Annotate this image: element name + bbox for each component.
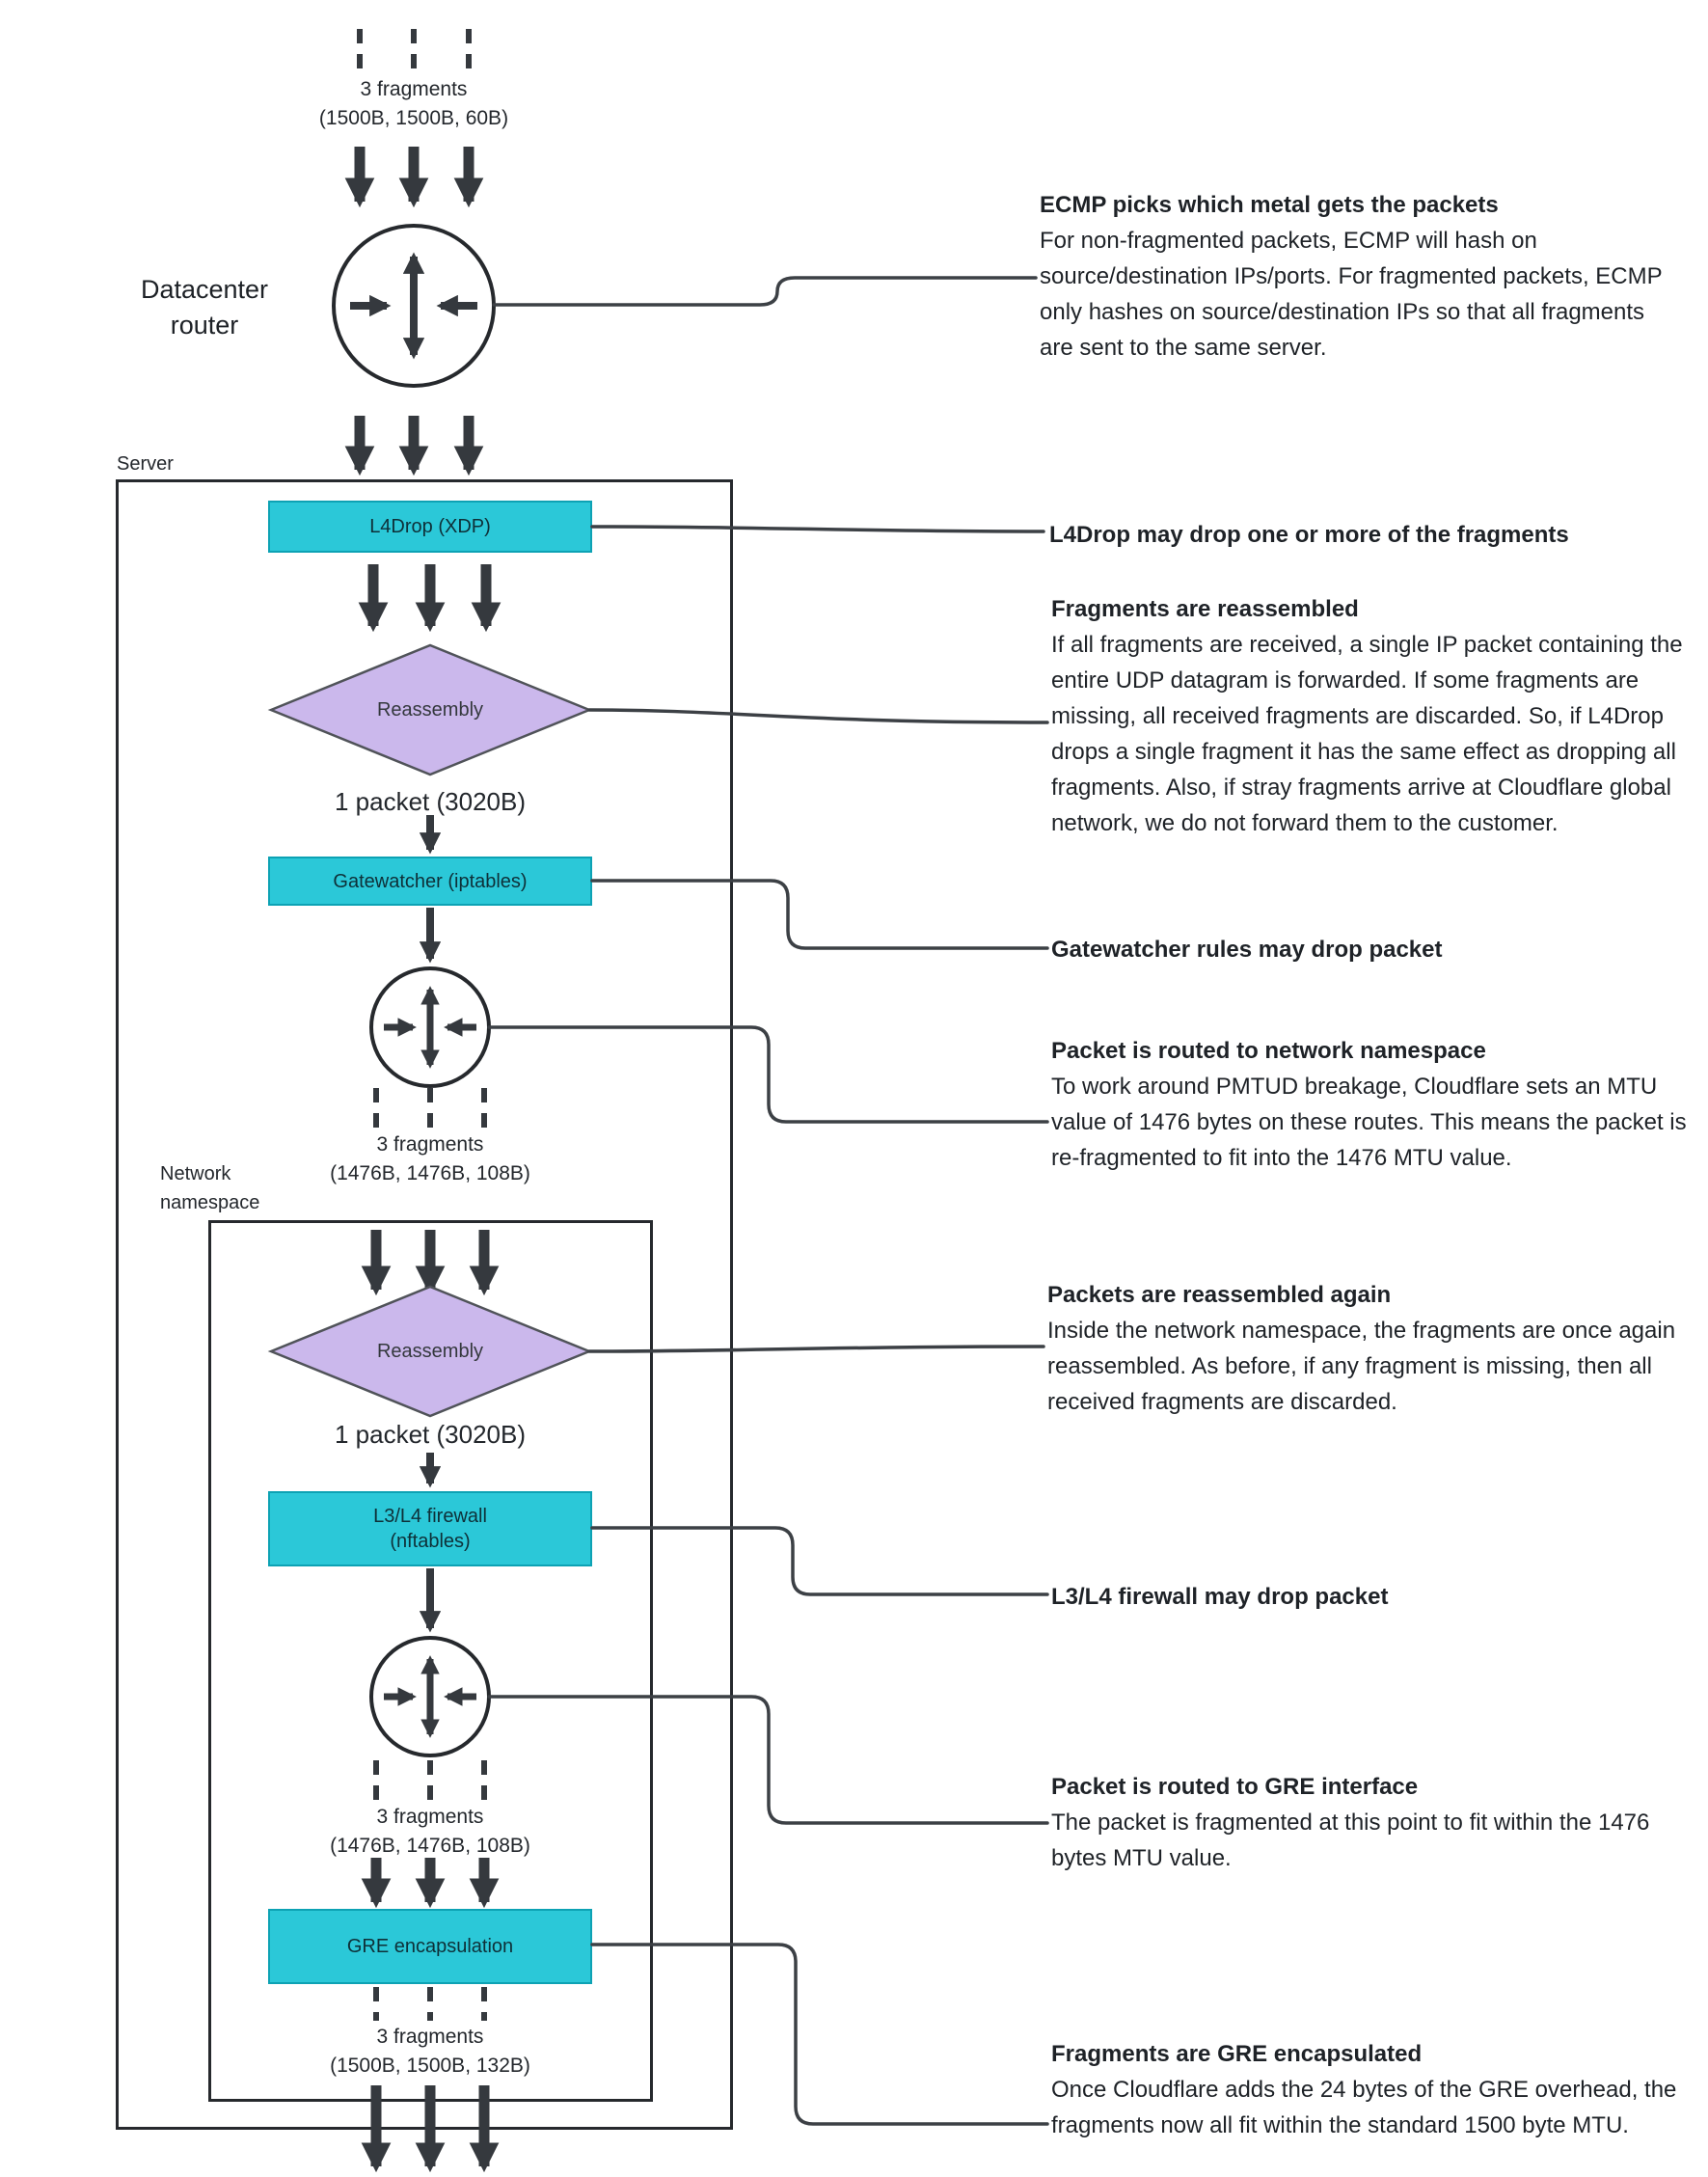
arrows-into-server [344, 416, 484, 476]
fragment-count: 3 fragments [376, 1133, 484, 1156]
annotation-body: The packet is fragmented at this point t… [1051, 1810, 1650, 1871]
gre-encapsulation-label: GRE encapsulation [346, 1936, 514, 1957]
annotation-title: Fragments are GRE encapsulated [1051, 2041, 1423, 2067]
annotation-gre-encapsulated: Fragments are GRE encapsulated Once Clou… [1051, 2036, 1688, 2143]
connector-gre [590, 1943, 1049, 2126]
annotation-firewall: L3/L4 firewall may drop packet [1051, 1579, 1688, 1615]
annotation-title: L4Drop may drop one or more of the fragm… [1049, 522, 1569, 548]
annotation-body: If all fragments are received, a single … [1051, 632, 1683, 836]
route-icon-2 [369, 1636, 491, 1757]
annotation-body: Once Cloudflare adds the 24 bytes of the… [1051, 2077, 1677, 2138]
fragment-label-2: 3 fragments (1476B, 1476B, 108B) [285, 1130, 575, 1188]
l3l4-firewall-label-line2: (nftables) [390, 1531, 471, 1552]
annotation-body: Inside the network namespace, the fragme… [1047, 1318, 1676, 1415]
server-label: Server [117, 453, 174, 475]
fragment-dashes-2 [373, 1760, 487, 1800]
annotation-ecmp: ECMP picks which metal gets the packets … [1040, 187, 1676, 366]
reassembly-label-2: Reassembly [376, 1341, 484, 1362]
route-icon-1 [369, 966, 491, 1088]
fragment-dashes-1 [373, 1088, 487, 1128]
fragment-sizes: (1476B, 1476B, 108B) [330, 1835, 530, 1857]
fragment-dashes-3 [373, 1987, 487, 2021]
annotation-reassembled: Fragments are reassembled If all fragmen… [1051, 591, 1688, 841]
arrows-l4drop-to-reassembly [358, 564, 502, 633]
arrows-into-namespace [361, 1230, 500, 1296]
annotation-title: L3/L4 firewall may drop packet [1051, 1584, 1389, 1610]
fragment-count: 3 fragments [360, 78, 468, 100]
reassembly-label-1: Reassembly [376, 699, 484, 721]
annotation-title: ECMP picks which metal gets the packets [1040, 192, 1499, 218]
packet-label-1: 1 packet (3020B) [334, 787, 526, 816]
connector-route-gre [487, 1695, 1049, 1825]
fragment-sizes: (1476B, 1476B, 108B) [330, 1162, 530, 1184]
annotation-gatewatcher: Gatewatcher rules may drop packet [1051, 932, 1688, 967]
annotation-title: Packet is routed to GRE interface [1051, 1774, 1419, 1800]
annotation-title: Fragments are reassembled [1051, 596, 1359, 622]
gatewatcher-box: Gatewatcher (iptables) [268, 857, 592, 906]
connector-reassembly1 [587, 708, 1049, 724]
annotation-title: Packets are reassembled again [1047, 1282, 1392, 1308]
fragment-label-top: 3 fragments (1500B, 1500B, 60B) [269, 75, 558, 133]
annotation-reassembled-again: Packets are reassembled again Inside the… [1047, 1277, 1684, 1420]
arrows-into-router [344, 147, 484, 208]
annotation-routed-namespace: Packet is routed to network namespace To… [1051, 1033, 1688, 1176]
connector-gatewatcher [590, 879, 1049, 950]
fragment-label-4: 3 fragments (1500B, 1500B, 132B) [285, 2023, 575, 2081]
arrows-outgoing [361, 2085, 500, 2173]
connector-ecmp [492, 276, 1038, 307]
annotation-title: Packet is routed to network namespace [1051, 1038, 1486, 1064]
l3l4-firewall-label-line1: L3/L4 firewall [373, 1506, 487, 1527]
connector-reassembly2 [587, 1345, 1045, 1353]
l4drop-box: L4Drop (XDP) [268, 501, 592, 553]
fragment-sizes: (1500B, 1500B, 60B) [318, 107, 509, 129]
connector-l4drop [590, 525, 1045, 533]
datacenter-router-label: Datacenter router [140, 275, 269, 340]
annotation-body: For non-fragmented packets, ECMP will ha… [1040, 228, 1663, 361]
packet-label-2: 1 packet (3020B) [334, 1420, 526, 1449]
annotation-title: Gatewatcher rules may drop packet [1051, 937, 1443, 963]
l3l4-firewall-box: L3/L4 firewall (nftables) [268, 1491, 592, 1566]
connector-route-namespace [487, 1025, 1049, 1124]
gre-encapsulation-box: GRE encapsulation [268, 1909, 592, 1984]
fragment-label-3: 3 fragments (1476B, 1476B, 108B) [285, 1803, 575, 1861]
annotation-body: To work around PMTUD breakage, Cloudflar… [1051, 1074, 1687, 1171]
fragment-sizes: (1500B, 1500B, 132B) [330, 2055, 530, 2077]
network-namespace-label: Network namespace [160, 1163, 260, 1213]
fragment-count: 3 fragments [376, 2026, 484, 2048]
datacenter-router-icon [332, 224, 496, 388]
annotation-routed-gre: Packet is routed to GRE interface The pa… [1051, 1769, 1688, 1876]
arrows-into-gre [361, 1858, 500, 1909]
server-box [116, 479, 733, 2130]
gatewatcher-label: Gatewatcher (iptables) [333, 870, 528, 892]
l4drop-label: L4Drop (XDP) [369, 516, 491, 537]
incoming-fragments-dashes [357, 29, 472, 68]
connector-firewall [590, 1526, 1049, 1596]
fragment-count: 3 fragments [376, 1806, 484, 1828]
annotation-l4drop: L4Drop may drop one or more of the fragm… [1049, 517, 1686, 553]
